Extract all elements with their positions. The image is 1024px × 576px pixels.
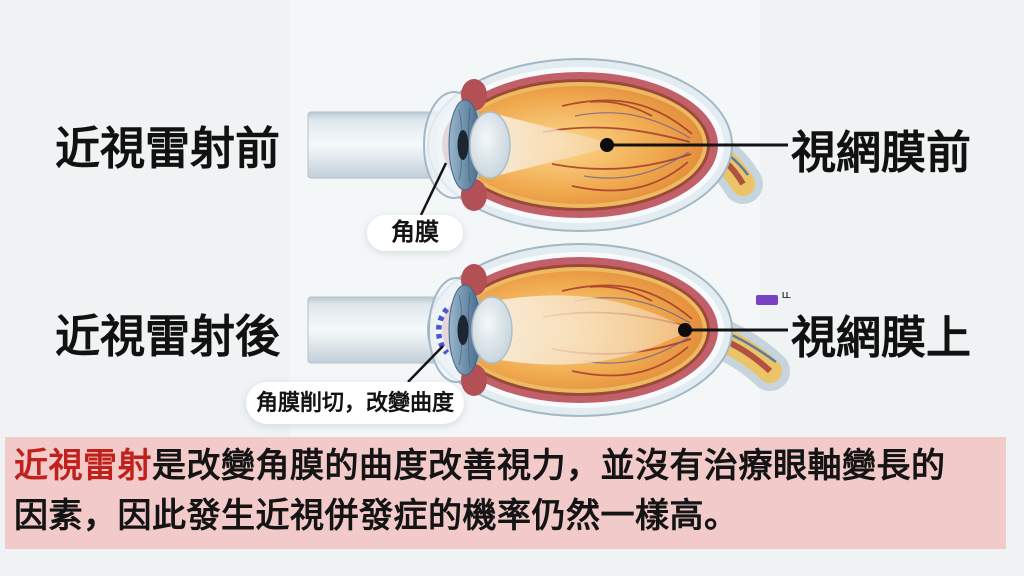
caption-keyword: 近視雷射: [14, 447, 152, 485]
light-cone: [500, 295, 685, 365]
caption-banner: 近視雷射是改變角膜的曲度改善視力，並沒有治療眼軸變長的 因素，因此發生近視併發症…: [5, 437, 1006, 549]
pointer-line-cornea-cut: [407, 345, 444, 383]
label-focus-before-retina: 視網膜前: [791, 127, 972, 178]
watermark-artifact: LL: [756, 291, 796, 307]
caption-line-1: 近視雷射是改變角膜的曲度改善視力，並沒有治療眼軸變長的: [14, 441, 1006, 491]
callout-cornea-cut: 角膜削切，改變曲度: [246, 382, 464, 424]
caption-line2-text: 因素，因此發生近視併發症的機率仍然一樣高。: [14, 497, 739, 535]
purple-swatch: [756, 295, 778, 305]
lens: [471, 296, 513, 364]
light-cone: [500, 115, 607, 175]
label-after-laser: 近視雷射後: [55, 311, 281, 362]
focal-point-dot: [678, 323, 692, 337]
pupil: [457, 315, 469, 345]
caption-line-2: 因素，因此發生近視併發症的機率仍然一樣高。: [14, 491, 1006, 541]
callout-cornea: 角膜: [367, 215, 463, 251]
retina-blood-vessels: [542, 99, 693, 192]
lens: [469, 111, 511, 179]
eye-diagram-after: [307, 243, 790, 417]
eye-diagram-before: [307, 58, 788, 232]
anterior-segment: [423, 79, 511, 211]
pointer-line-cornea: [419, 162, 448, 216]
anterior-segment: [428, 264, 513, 396]
focal-point-dot: [600, 138, 614, 152]
retina-veins: [574, 112, 691, 179]
artifact-glyph: LL: [782, 291, 791, 300]
label-focus-on-retina: 視網膜上: [791, 312, 972, 363]
caption-line1-text: 是改變角膜的曲度改善視力，並沒有治療眼軸變長的: [152, 447, 946, 485]
pupil: [457, 130, 469, 160]
label-before-laser: 近視雷射前: [55, 123, 281, 174]
